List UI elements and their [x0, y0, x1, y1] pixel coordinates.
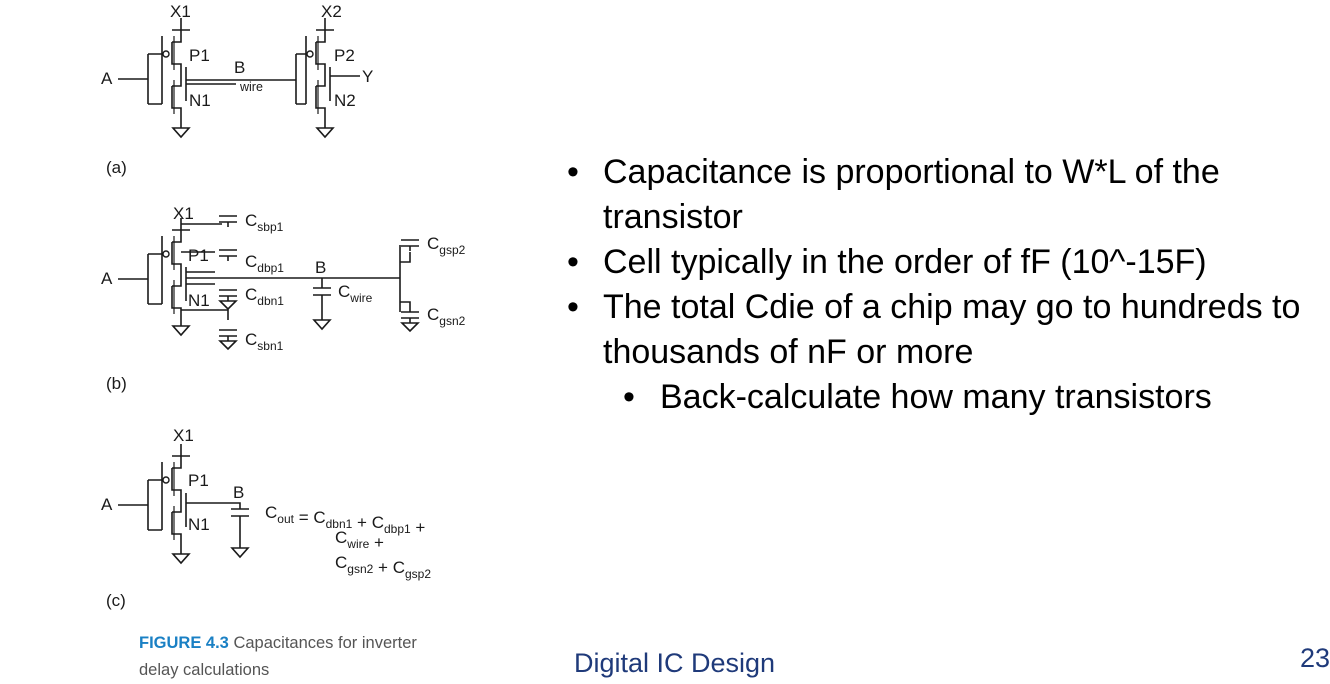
equation-operator: + [352, 513, 371, 532]
cap-label-dbn1: Cdbn1 [245, 285, 284, 308]
panel-c-label: (c) [106, 591, 126, 610]
equation-operator: + [369, 533, 384, 552]
cap-label-sbn1: Csbn1 [245, 330, 284, 353]
panel-c-x1-label: X1 [173, 426, 194, 445]
footer-course-title: Digital IC Design [574, 648, 776, 678]
panel-b-label: (b) [106, 374, 127, 393]
panel-c-b-label: B [233, 483, 244, 502]
equation-subscript: out [277, 512, 294, 526]
panel-a-label: (a) [106, 158, 127, 177]
figure-caption: FIGURE 4.3 Capacitances for inverter del… [139, 630, 469, 684]
panel-a-b-label: B [234, 58, 245, 77]
cap-label-gsn2: Cgsn2 [427, 305, 466, 328]
equation-operator: = [294, 508, 313, 527]
equation-subscript: dbn1 [326, 517, 353, 531]
panel-c-a-label: A [101, 495, 113, 514]
equation-symbol: C [335, 553, 347, 572]
panel-a-x1-label: X1 [170, 2, 191, 21]
equation-symbol: C [265, 503, 277, 522]
figure-number: FIGURE 4.3 [139, 634, 229, 652]
panel-b-capacitor-symbols [218, 215, 420, 351]
panel-a-n2-label: N2 [334, 91, 356, 110]
equation-subscript: gsp2 [405, 567, 431, 581]
cap-label-dbp1: Cdbp1 [245, 252, 284, 275]
equation-subscript: gsn2 [347, 562, 373, 576]
cap-label-sbp1: Csbp1 [245, 211, 284, 234]
panel-a-n1-label: N1 [189, 91, 211, 110]
equation-operator: + [411, 518, 426, 537]
panel-a-x2-label: X2 [321, 2, 342, 21]
panel-c-p1-label: P1 [188, 471, 209, 490]
cap-label-wire: Cwire [338, 282, 373, 305]
equation-operator: + [373, 558, 392, 577]
equation-subscript: dbp1 [384, 522, 411, 536]
cout-equation-line-1: Cout = Cdbn1 + Cdbp1 + [265, 503, 425, 537]
figure-caption-line-2: delay calculations [139, 661, 270, 679]
panel-a-a-label: A [101, 69, 113, 88]
bullet-item: The total Cdie of a chip may go to hundr… [563, 285, 1308, 375]
sub-bullet-item: Back-calculate how many transistors [563, 375, 1308, 420]
panel-a-p2-label: P2 [334, 46, 355, 65]
page-number: 23 [1300, 643, 1330, 673]
panel-b-circuit [118, 218, 411, 337]
cout-equation-line-2: Cwire + [335, 528, 384, 552]
panel-a-p1-label: P1 [189, 46, 210, 65]
equation-symbol: C [335, 528, 347, 547]
panel-b-p1-label: P1 [188, 246, 209, 265]
panel-b-a-label: A [101, 269, 113, 288]
panel-c-n1-label: N1 [188, 515, 210, 534]
panel-b-n1-label: N1 [188, 291, 210, 310]
bullet-item: Capacitance is proportional to W*L of th… [563, 150, 1308, 240]
cout-equation-line-3: Cgsn2 + Cgsp2 [335, 553, 431, 581]
inverter-capacitance-figure: X1 X2 P1 P2 N1 N2 A B wire Y (a) X1 P1 N… [101, 2, 466, 610]
panel-a-circuit [118, 18, 360, 139]
figure-caption-line-1: Capacitances for inverter [233, 634, 417, 652]
cap-label-gsp2: Cgsp2 [427, 234, 466, 257]
equation-symbol: C [372, 513, 384, 532]
bullet-list: Capacitance is proportional to W*L of th… [563, 150, 1308, 420]
panel-c-circuit [118, 444, 250, 565]
panel-b-b-label: B [315, 258, 326, 277]
panel-a-y-label: Y [362, 67, 373, 86]
equation-subscript: wire [346, 537, 369, 551]
equation-symbol: C [313, 508, 325, 527]
bullet-item: Cell typically in the order of fF (10^-1… [563, 240, 1308, 285]
panel-b-x1-label: X1 [173, 204, 194, 223]
equation-symbol: C [393, 558, 405, 577]
panel-a-wire-label: wire [239, 80, 263, 94]
